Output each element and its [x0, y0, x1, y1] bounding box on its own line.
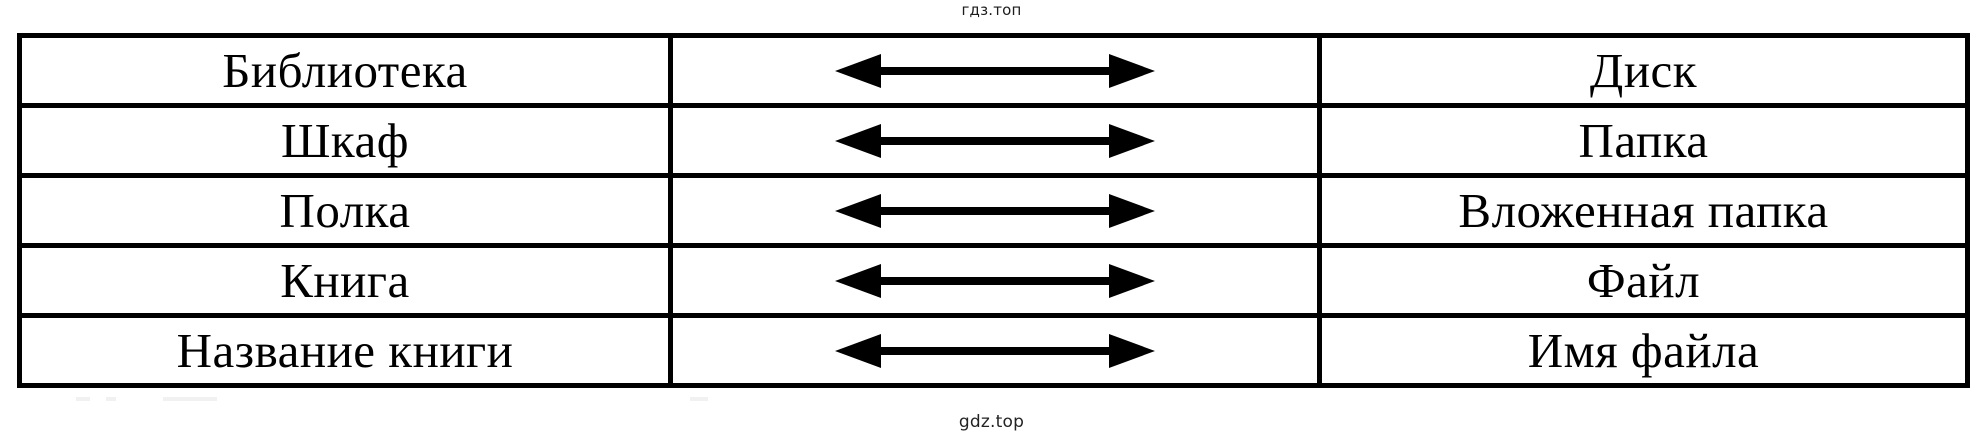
cell-target: Файл — [1317, 243, 1970, 318]
target-label: Вложенная папка — [1458, 182, 1829, 238]
source-label: Полка — [279, 182, 411, 238]
double-headed-arrow-icon — [835, 333, 1155, 368]
scan-artifact — [76, 397, 90, 401]
watermark-top: гдз.топ — [961, 1, 1022, 19]
target-label: Файл — [1586, 252, 1701, 308]
cell-relation — [668, 33, 1322, 108]
analogy-table-body: Библиотека Диск Шкаф — [17, 33, 1970, 388]
table-row: Название книги Имя файла — [17, 313, 1970, 388]
cell-source: Библиотека — [17, 33, 673, 108]
scan-artifact — [163, 397, 217, 401]
table-row: Книга Файл — [17, 243, 1970, 318]
analogy-table: Библиотека Диск Шкаф — [17, 33, 1970, 388]
cell-source: Шкаф — [17, 103, 673, 178]
table-row: Полка Вложенная папка — [17, 173, 1970, 248]
watermark-bottom: gdz.top — [958, 412, 1025, 432]
cell-source: Название книги — [17, 313, 673, 388]
target-label: Имя файла — [1527, 322, 1760, 378]
cell-relation — [668, 313, 1322, 388]
cell-relation — [668, 243, 1322, 318]
scan-artifact — [690, 397, 708, 401]
cell-source: Полка — [17, 173, 673, 248]
cell-source: Книга — [17, 243, 673, 318]
source-label: Название книги — [176, 322, 514, 378]
double-headed-arrow-icon — [835, 53, 1155, 88]
cell-relation — [668, 103, 1322, 178]
cell-relation — [668, 173, 1322, 248]
target-label: Диск — [1589, 42, 1698, 98]
target-label: Папка — [1578, 112, 1709, 168]
table-row: Библиотека Диск — [17, 33, 1970, 108]
scan-artifact — [106, 397, 116, 401]
table-row: Шкаф Папка — [17, 103, 1970, 178]
source-label: Библиотека — [222, 42, 468, 98]
cell-target: Вложенная папка — [1317, 173, 1970, 248]
source-label: Шкаф — [281, 112, 409, 168]
source-label: Книга — [280, 252, 410, 308]
cell-target: Диск — [1317, 33, 1970, 108]
cell-target: Папка — [1317, 103, 1970, 178]
cell-target: Имя файла — [1317, 313, 1970, 388]
double-headed-arrow-icon — [835, 263, 1155, 298]
double-headed-arrow-icon — [835, 123, 1155, 158]
double-headed-arrow-icon — [835, 193, 1155, 228]
